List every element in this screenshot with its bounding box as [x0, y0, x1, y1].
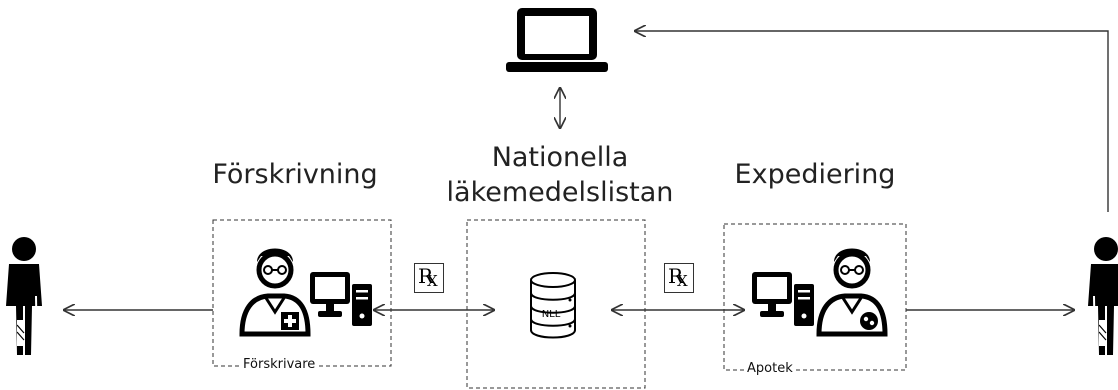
patient-icon-right	[1088, 237, 1118, 356]
patient-to-laptop-arrow	[635, 31, 1109, 212]
heading-nll-line2: läkemedelslistan	[446, 177, 674, 208]
database-icon: NLL	[530, 272, 576, 339]
database-label: NLL	[542, 309, 561, 320]
patient-icon-left	[6, 237, 42, 356]
prescription-rx-icon: R X	[414, 263, 444, 293]
pharmacy-box	[723, 223, 907, 371]
heading-nll-line1: Nationella	[491, 142, 629, 173]
heading-prescribing: Förskrivning	[212, 159, 378, 190]
pharmacist-icon	[816, 248, 888, 337]
prescription-rx-icon: R X	[664, 263, 694, 293]
desktop-computer-icon-pharmacy	[752, 272, 814, 326]
doctor-icon	[239, 248, 311, 337]
desktop-computer-icon-prescriber	[310, 272, 372, 326]
prescriber-label: Förskrivare	[240, 357, 319, 372]
pharmacy-label: Apotek	[744, 361, 796, 376]
heading-dispensing: Expediering	[734, 159, 896, 190]
laptop-icon	[506, 8, 608, 72]
